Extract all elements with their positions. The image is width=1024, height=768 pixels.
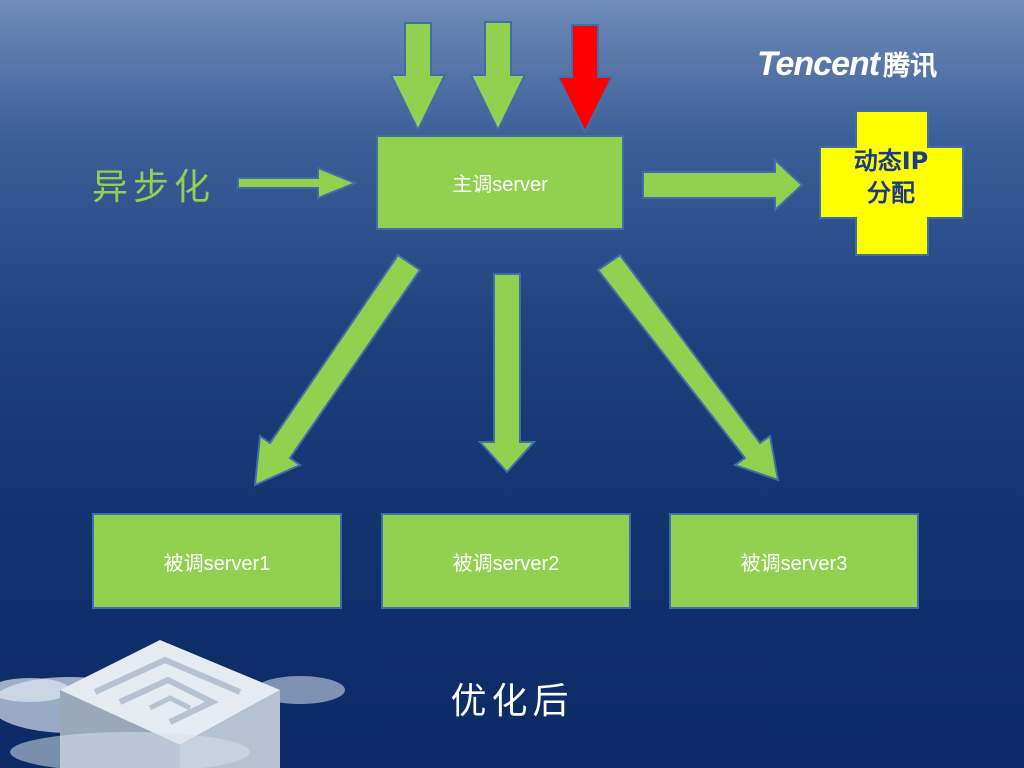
dynamic-ip-cross xyxy=(819,110,964,256)
fanout-arrow-2 xyxy=(477,273,537,474)
dynamic-ip-label: 动态IP 分配 xyxy=(820,145,962,209)
callee-server-1-node: 被调server1 xyxy=(92,513,342,609)
incoming-arrow-1 xyxy=(389,22,447,133)
dynamic-ip-label-line1: 动态IP xyxy=(853,147,929,175)
maze-cube-decoration xyxy=(0,640,345,768)
fanout-arrow-3 xyxy=(596,253,780,482)
incoming-arrow-3-red xyxy=(556,24,614,135)
callee-server-1-label: 被调server1 xyxy=(163,552,271,575)
dynamic-ip-arrow xyxy=(642,157,804,213)
logo-text-en: Tencent xyxy=(757,45,880,83)
async-label: 异步化 xyxy=(92,167,216,208)
caption-after-optimization: 优化后 xyxy=(450,681,574,722)
callee-server-2-node: 被调server2 xyxy=(381,513,631,609)
callee-server-2-label: 被调server2 xyxy=(452,552,560,575)
master-server-node: 主调server xyxy=(376,135,624,230)
dynamic-ip-label-line2: 分配 xyxy=(867,179,915,207)
master-server-label: 主调server xyxy=(452,174,548,196)
callee-server-3-label: 被调server3 xyxy=(740,552,848,575)
logo-text-cn: 腾讯 xyxy=(883,51,938,81)
async-arrow xyxy=(237,166,358,200)
incoming-arrow-2 xyxy=(469,21,527,133)
fanout-arrow-1 xyxy=(253,253,422,487)
callee-server-3-node: 被调server3 xyxy=(669,513,919,609)
